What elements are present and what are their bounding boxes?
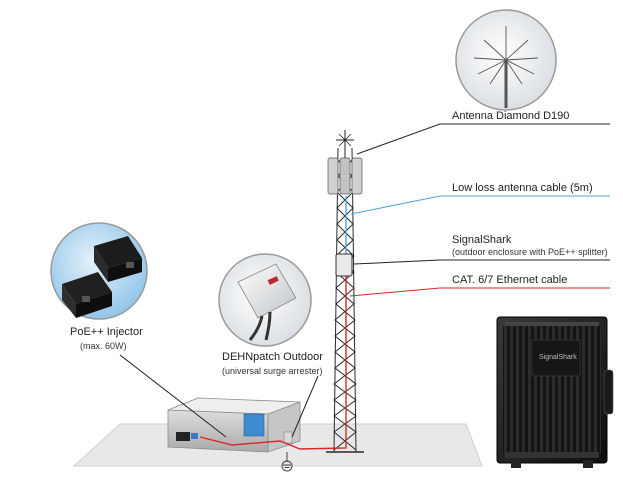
label-dehnpatch: DEHNpatch Outdoor bbox=[222, 351, 323, 363]
label-signalshark: SignalShark bbox=[452, 234, 512, 246]
label-antenna-cable: Low loss antenna cable (5m) bbox=[452, 182, 593, 194]
tower-antenna-array bbox=[327, 130, 363, 195]
surge-arrester-mini bbox=[283, 431, 293, 444]
signalshark-tower-enclosure bbox=[335, 253, 353, 277]
antenna-callout bbox=[455, 9, 557, 111]
leader-lines bbox=[119, 123, 610, 438]
poe-injector-callout bbox=[50, 222, 148, 320]
label-poe-injector-sub: (max. 60W) bbox=[80, 341, 127, 351]
leader-cable-antenna bbox=[350, 195, 610, 215]
injector-unit bbox=[176, 432, 190, 441]
equipment-shelter bbox=[167, 397, 301, 453]
label-dehnpatch-sub: (universal surge arrester) bbox=[222, 366, 323, 376]
signalshark-enclosure-photo bbox=[496, 316, 614, 468]
enclosure-badge: SignalShark bbox=[539, 354, 577, 361]
leader-signalshark bbox=[353, 259, 610, 265]
label-ethernet-cable: CAT. 6/7 Ethernet cable bbox=[452, 274, 568, 286]
leader-poe bbox=[119, 354, 227, 438]
leader-dehn bbox=[291, 375, 319, 438]
ethernet-cable bbox=[199, 276, 347, 450]
label-poe-injector: PoE++ Injector bbox=[70, 326, 143, 338]
label-signalshark-sub: (outdoor enclosure with PoE++ splitter) bbox=[452, 247, 608, 257]
earth-ground-symbol bbox=[281, 452, 293, 472]
leader-antenna bbox=[356, 123, 610, 155]
lattice-tower bbox=[326, 147, 364, 453]
leader-cable-ethernet bbox=[349, 287, 610, 297]
label-antenna: Antenna Diamond D190 bbox=[452, 110, 570, 122]
shelter-window bbox=[243, 413, 265, 437]
dehnpatch-callout bbox=[218, 253, 312, 347]
